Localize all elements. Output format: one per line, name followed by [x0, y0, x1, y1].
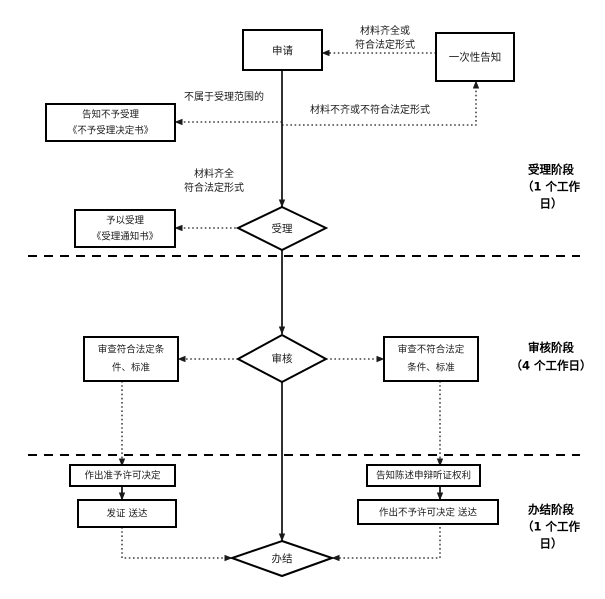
- node-finish-shape: [228, 539, 336, 578]
- node-accept[interactable]: 受理: [235, 205, 329, 252]
- node-review-fail-label-line1: 审查不符合法定: [398, 344, 465, 356]
- node-not-accept-label-line2: 《不予受理决定书》: [68, 125, 154, 137]
- node-review-fail-label-line2: 条件、标准: [407, 362, 455, 374]
- node-no-permit-decision-label: 作出不予许可决定 送达: [379, 507, 478, 519]
- node-permit-decision-label: 作出准予许可决定: [84, 470, 161, 482]
- node-permit-decision-shape: [69, 464, 176, 487]
- node-apply-shape: [242, 29, 323, 71]
- edge-label-materials-complete-line1: 材料齐全: [194, 167, 234, 180]
- node-not-accept[interactable]: 告知不予受理 《不予受理决定书》: [45, 103, 176, 142]
- node-review-fail-shape: [383, 336, 479, 382]
- stage-label-acceptance-line3: 日）: [540, 197, 563, 211]
- stage-label-acceptance: 受理阶段 （1 个工作 日）: [522, 163, 581, 211]
- node-no-permit-decision-shape: [357, 499, 499, 525]
- edge-label-out-of-scope: 不属于受理范围的: [184, 90, 264, 103]
- node-issue-deliver-shape: [77, 499, 177, 528]
- node-review-pass-label-line2: 件、标准: [112, 362, 151, 374]
- node-accept-shape: [235, 205, 329, 252]
- node-one-time-notice-shape: [435, 32, 515, 82]
- edge-label-materials-complete-line2: 符合法定形式: [184, 181, 244, 194]
- node-issue-deliver-label: 发证 送达: [106, 508, 148, 520]
- stage-label-review: 审核阶段 （4 个工作日）: [510, 341, 591, 373]
- node-review[interactable]: 审核: [235, 333, 329, 384]
- node-not-accept-shape: [45, 103, 176, 142]
- node-one-time-notice[interactable]: 一次性告知: [435, 32, 515, 82]
- stage-label-review-line1: 审核阶段: [528, 341, 574, 355]
- node-not-accept-label-line1: 告知不予受理: [82, 109, 140, 121]
- node-issue-deliver[interactable]: 发证 送达: [77, 499, 177, 528]
- node-review-shape: [235, 333, 329, 384]
- stage-label-completion-line2: （1 个工作: [522, 520, 581, 534]
- node-rights-notice[interactable]: 告知陈述申辩听证权利: [366, 464, 481, 487]
- node-accept-notice[interactable]: 予以受理 《受理通知书》: [74, 209, 176, 248]
- stage-label-review-line2: （4 个工作日）: [510, 359, 591, 373]
- node-review-pass[interactable]: 审查符合法定条 件、标准: [83, 336, 179, 382]
- node-review-fail[interactable]: 审查不符合法定 条件、标准: [383, 336, 479, 382]
- edge-issue-to-finish: [121, 527, 233, 562]
- node-permit-decision[interactable]: 作出准予许可决定: [69, 464, 176, 487]
- node-no-permit-decision[interactable]: 作出不予许可决定 送达: [357, 499, 499, 525]
- node-apply[interactable]: 申请: [242, 29, 323, 71]
- edge-label-materials-incomplete: 材料不齐或不符合法定形式: [310, 103, 430, 116]
- stage-label-acceptance-line1: 受理阶段: [528, 163, 574, 177]
- edge-incomplete-to-onetime: [282, 80, 480, 126]
- node-finish-label: 办结: [272, 552, 293, 565]
- edge-label-materials-complete-or-line2: 符合法定形式: [355, 38, 415, 51]
- node-accept-notice-shape: [74, 209, 176, 248]
- stage-label-acceptance-line2: （1 个工作: [522, 180, 581, 194]
- node-rights-notice-shape: [366, 464, 481, 487]
- node-review-pass-label-line1: 审查符合法定条: [98, 344, 165, 356]
- node-finish[interactable]: 办结: [228, 539, 336, 578]
- node-apply-label: 申请: [272, 44, 293, 57]
- edge-no-permit-to-finish: [331, 527, 441, 562]
- node-accept-notice-label-line1: 予以受理: [106, 215, 145, 227]
- node-accept-notice-label-line2: 《受理通知书》: [92, 231, 159, 243]
- node-rights-notice-label: 告知陈述申辩听证权利: [376, 470, 471, 482]
- node-one-time-notice-label: 一次性告知: [449, 51, 502, 64]
- stage-label-completion-line1: 办结阶段: [528, 503, 574, 517]
- stage-label-completion: 办结阶段 （1 个工作 日）: [522, 503, 581, 551]
- node-accept-label: 受理: [272, 223, 293, 235]
- edge-label-materials-complete-or-line1: 材料齐全或: [360, 24, 410, 37]
- node-review-pass-shape: [83, 336, 179, 382]
- stage-label-completion-line3: 日）: [540, 537, 563, 551]
- node-review-label: 审核: [272, 352, 293, 365]
